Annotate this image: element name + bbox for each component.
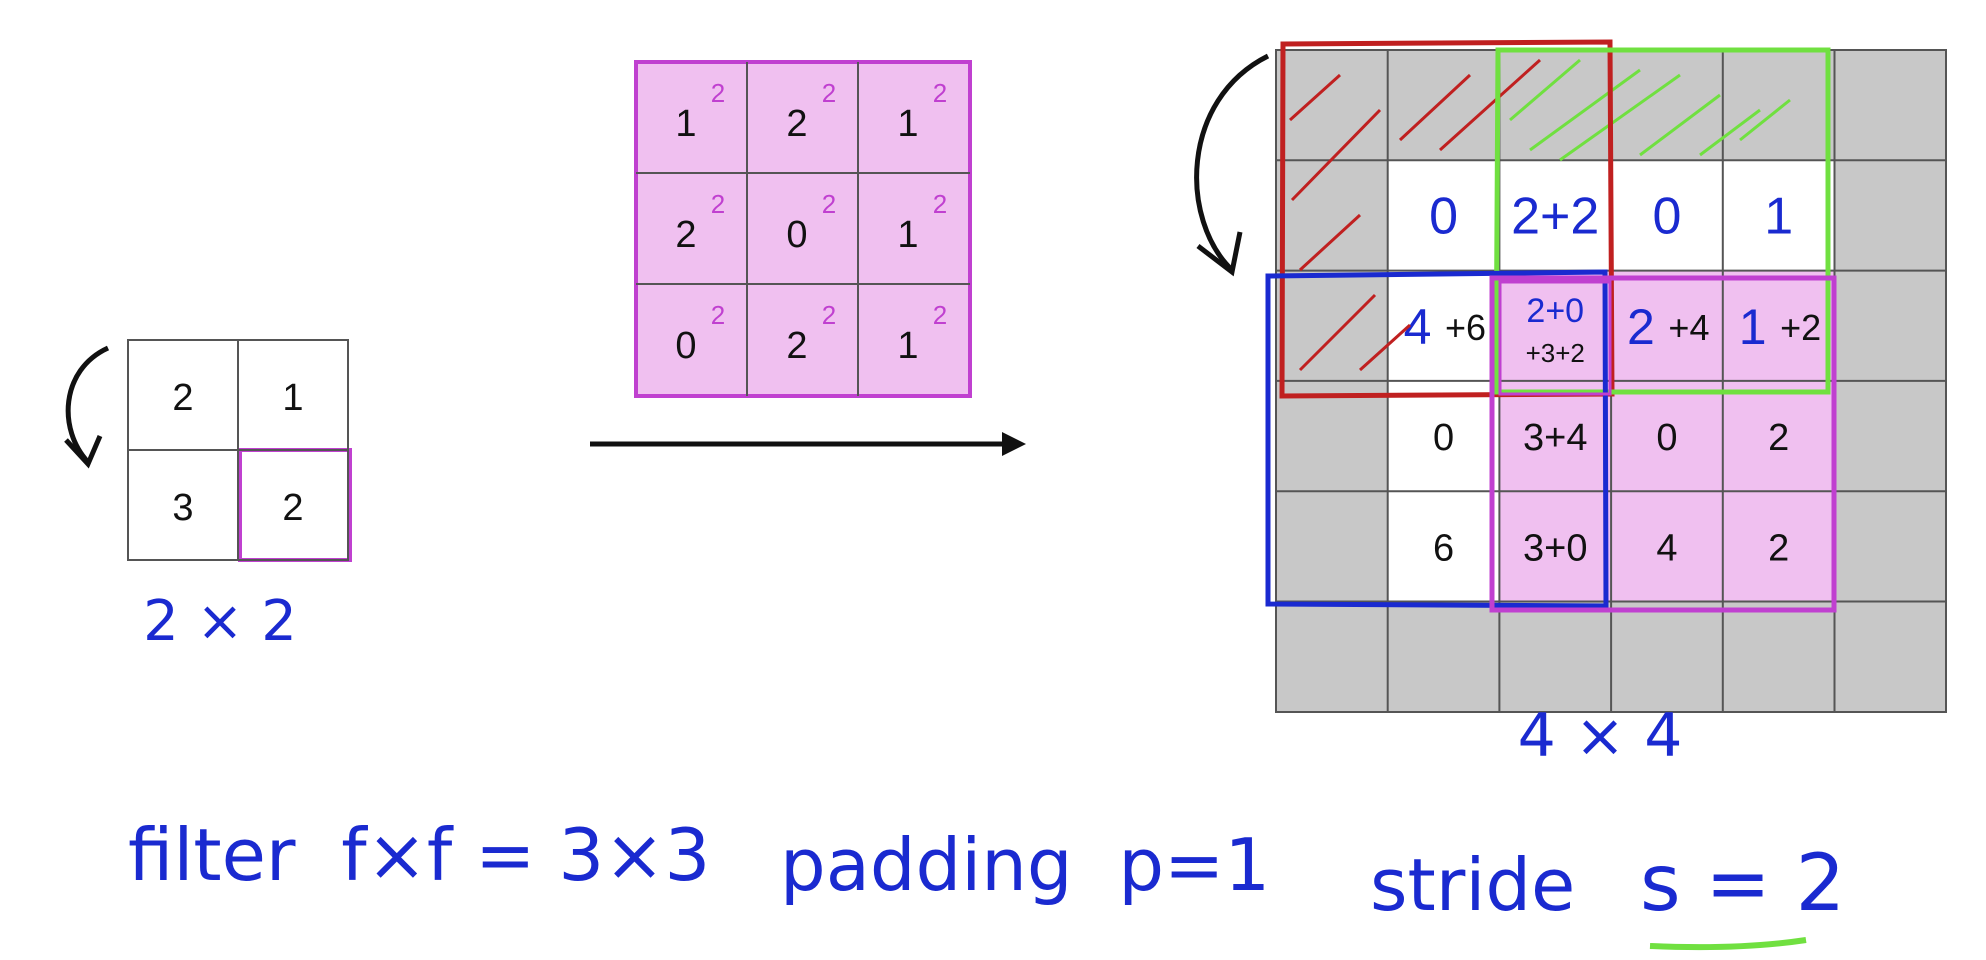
padding-cell [1722, 50, 1835, 161]
padding-cell [1276, 601, 1388, 712]
filter-cell-0-1: 2 [786, 103, 807, 145]
input-cell-1-0: 3 [172, 487, 193, 529]
filter-superscript-1-0: 2 [711, 189, 725, 219]
rotate-arrow-icon [65, 345, 110, 464]
output-cell-3-3: 0 [1656, 417, 1677, 459]
input-cell-1-1: 2 [282, 487, 303, 529]
output-cell-1-2: 2+2 [1511, 187, 1599, 245]
output-cell [1387, 491, 1500, 602]
input-size-label: 2 × 2 [143, 589, 297, 654]
output-cell-2-2-extra: +3+2 [1526, 338, 1585, 368]
rotate-arrowhead-icon [64, 435, 103, 469]
filter-superscript-0-0: 2 [711, 78, 725, 108]
filter-cell-2-0: 0 [675, 325, 696, 367]
filter-superscript-2-1: 2 [822, 300, 836, 330]
output-cell-4-3: 4 [1656, 527, 1677, 569]
output-cell [1722, 380, 1835, 492]
padding-cell [1611, 601, 1723, 712]
filter-cell-1-1: 0 [786, 214, 807, 256]
output-cell [1611, 270, 1723, 381]
output-cell-1-1: 0 [1429, 187, 1458, 245]
filter-superscript-1-1: 2 [822, 189, 836, 219]
output-cell [1722, 270, 1835, 381]
stride-arrow-icon [1194, 53, 1270, 272]
padding-cell [1387, 50, 1500, 161]
padding-cell [1499, 601, 1612, 712]
filter-caption: filter f×f = 3×3 [128, 813, 710, 897]
stride-arrowhead-icon [1196, 231, 1243, 277]
output-cell-2-3-main: 2 [1627, 299, 1655, 355]
output-cell-3-4: 2 [1768, 417, 1789, 459]
output-cell-4-4: 2 [1768, 527, 1789, 569]
output-cell [1722, 160, 1835, 271]
padding-cell [1834, 50, 1947, 161]
padding-caption: padding p=1 [780, 823, 1270, 907]
padding-cell [1276, 50, 1388, 161]
padding-cell [1499, 50, 1612, 161]
blue-window [1265, 269, 1609, 609]
output-cell-1-4: 1 [1764, 187, 1793, 245]
stride-underline [1649, 937, 1807, 951]
padding-cell [1276, 380, 1388, 492]
filter-superscript-2-2: 2 [933, 300, 947, 330]
filter-cell-0-2: 1 [897, 103, 918, 145]
filter-superscript-1-2: 2 [933, 189, 947, 219]
output-cell [1611, 380, 1723, 492]
padding-cell [1276, 270, 1388, 381]
filter-cell-2-1: 2 [786, 325, 807, 367]
output-cell-1-3: 0 [1652, 187, 1681, 245]
output-cell-2-1-extra: +6 [1445, 307, 1486, 348]
stride-caption: stride [1370, 843, 1575, 927]
output-cell [1499, 270, 1612, 381]
output-cell [1611, 160, 1723, 271]
output-cell [1611, 491, 1723, 602]
filter-superscript-0-1: 2 [822, 78, 836, 108]
output-cell-2-4-main: 1 [1739, 299, 1767, 355]
magenta-window [1489, 275, 1837, 613]
padding-cell [1387, 601, 1500, 712]
padding-cell [1276, 491, 1388, 602]
filter-cell-1-2: 1 [897, 214, 918, 256]
output-cell-4-2: 3+0 [1523, 527, 1587, 569]
output-cell-2-4-extra: +2 [1780, 307, 1821, 348]
input-cell-0-1: 1 [282, 377, 303, 419]
filter-cell-0-0: 1 [675, 103, 696, 145]
output-cell [1387, 270, 1500, 381]
stride-value: s = 2 [1640, 839, 1845, 929]
output-cell-2-2-main: 2+0 [1526, 292, 1584, 330]
padding-cell [1834, 160, 1947, 271]
padding-cell [1834, 601, 1947, 712]
transform-arrowhead-icon [1002, 432, 1026, 456]
output-size-label: 4 × 4 [1518, 701, 1683, 771]
output-cell [1387, 160, 1500, 271]
output-cell-3-1: 0 [1433, 417, 1454, 459]
padding-cell [1834, 270, 1947, 381]
output-cell-3-2: 3+4 [1523, 417, 1587, 459]
padding-cell [1722, 601, 1835, 712]
padding-cell [1834, 380, 1947, 492]
filter-cell-1-0: 2 [675, 214, 696, 256]
filter-superscript-0-2: 2 [933, 78, 947, 108]
output-cell [1722, 491, 1835, 602]
green-hatching [1509, 58, 1791, 162]
filter-superscript-2-0: 2 [711, 300, 725, 330]
padding-cell [1276, 160, 1388, 271]
output-cell-4-1: 6 [1433, 527, 1454, 569]
output-cell [1499, 491, 1612, 602]
output-cell-2-3-extra: +4 [1668, 307, 1709, 348]
output-cell [1499, 380, 1612, 492]
padding-cell [1834, 491, 1947, 602]
magenta-center-cell [1498, 280, 1612, 396]
output-cell [1499, 160, 1612, 271]
input-grid: 2 1 3 2 [127, 339, 352, 562]
filter-cell-2-2: 1 [897, 325, 918, 367]
output-cell [1387, 380, 1500, 492]
input-cell-0-0: 2 [172, 377, 193, 419]
red-hatching [1288, 58, 1542, 372]
